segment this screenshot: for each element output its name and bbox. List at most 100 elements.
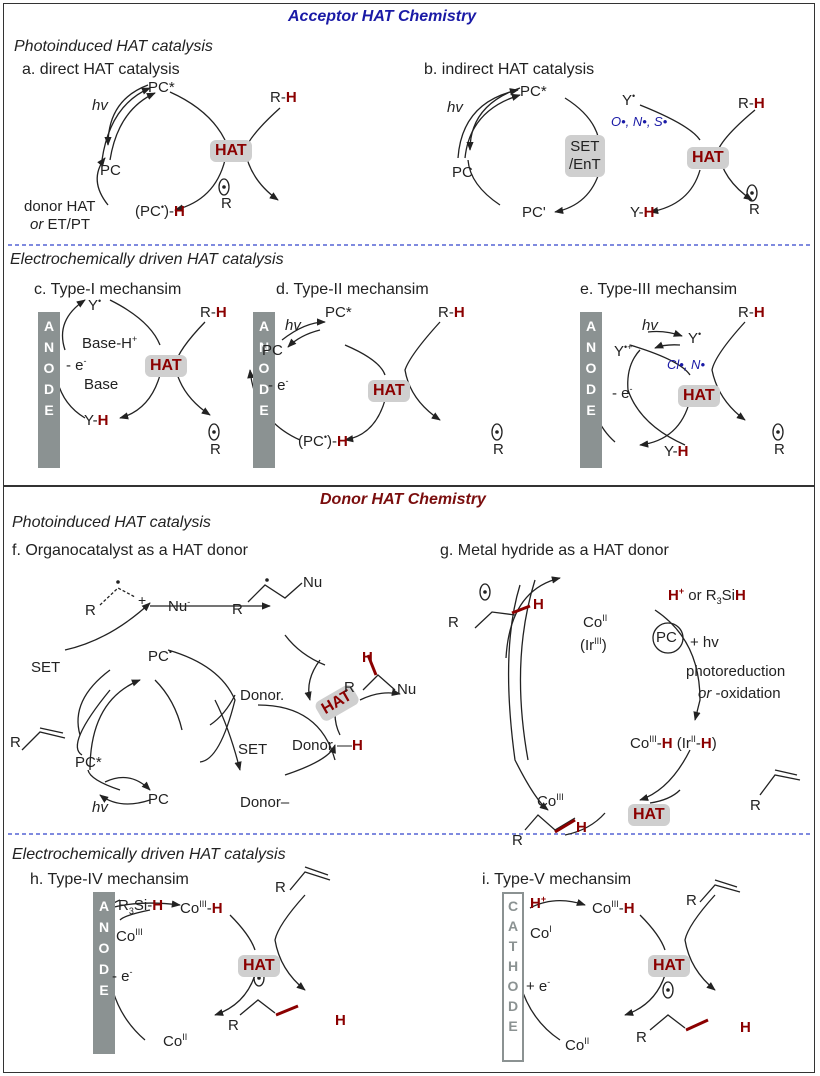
anode-letter: E xyxy=(586,402,596,418)
g-oxid-or: or xyxy=(698,685,712,702)
panel-h-title: h. Type-IV mechansim xyxy=(30,871,189,888)
d-pch-h: H xyxy=(337,433,348,450)
c-yh-y: Y- xyxy=(84,412,98,429)
g-co2-text: Co xyxy=(583,614,603,631)
i-r2: R xyxy=(636,1029,647,1046)
h-h: H xyxy=(335,1012,346,1029)
anode-letter: O xyxy=(98,940,110,956)
anode-letter: N xyxy=(258,339,270,355)
g-r2: R xyxy=(512,832,523,849)
d-pch-a: (PC xyxy=(298,433,324,450)
e-radicals: Cl•, N• xyxy=(667,357,705,372)
g-h1: H xyxy=(533,596,544,613)
c-e: - e- xyxy=(66,356,87,374)
d-pc: PC xyxy=(262,342,283,359)
anode-letter: A xyxy=(43,318,55,334)
b-radicals: O•, N•, S• xyxy=(611,114,668,129)
b-y: Y• xyxy=(622,91,636,109)
acceptor-title: Acceptor HAT Chemistry xyxy=(288,8,477,25)
c-baseh-text: Base-H xyxy=(82,335,133,352)
anode-letter: N xyxy=(98,919,110,935)
h-r3si: R3Si-H xyxy=(118,897,164,916)
f-nu2: Nu xyxy=(303,574,323,591)
g-co3-text: Co xyxy=(537,793,557,810)
g-hplus: H+ or R3SiH xyxy=(668,586,746,606)
c-rh: R-H xyxy=(200,305,227,320)
anode-letter: D xyxy=(585,381,597,397)
c-e-text: - e xyxy=(66,357,84,374)
g-oxid: or -oxidation xyxy=(698,686,781,701)
f-pc: PC xyxy=(148,791,169,808)
anode-letter: A xyxy=(98,898,110,914)
cathode-letter: O xyxy=(507,978,519,994)
panel-d-title: d. Type-II mechansim xyxy=(276,281,429,298)
a-donor1: donor HAT xyxy=(24,198,96,215)
a-pch-a: (PC xyxy=(135,203,161,220)
d-rh: R-H xyxy=(438,305,465,320)
cathode-letter: C xyxy=(507,898,519,914)
a-rh: R-H xyxy=(270,90,297,105)
c-base: Base xyxy=(84,376,119,393)
e-ycation-text: Y xyxy=(614,343,625,360)
electro-title-donor: Electrochemically driven HAT catalysis xyxy=(12,846,286,863)
electro-title-acceptor: Electrochemically driven HAT catalysis xyxy=(10,251,284,268)
d-hat: HAT xyxy=(368,380,410,402)
i-hplus: H+ xyxy=(530,894,547,912)
i-co1: CoI xyxy=(530,924,552,942)
a-pch-b: )- xyxy=(164,203,174,220)
g-h2: H xyxy=(576,819,587,836)
g-hat: HAT xyxy=(628,804,670,826)
i-co3h-h: H xyxy=(623,900,635,917)
e-r: R xyxy=(774,441,785,458)
anode-letter: D xyxy=(43,381,55,397)
e-ycation: Y•+ xyxy=(614,342,633,360)
a-rh-h: H xyxy=(285,89,297,106)
i-h: H xyxy=(740,1019,751,1036)
f-pcrad: PC• xyxy=(148,647,172,665)
b-r: R xyxy=(749,201,760,218)
g-photored: photoreduction xyxy=(686,663,786,680)
donor-title: Donor HAT Chemistry xyxy=(320,491,486,508)
anode-letter: A xyxy=(585,318,597,334)
e-rh-r: R- xyxy=(738,304,754,321)
c-yh: Y-H xyxy=(84,413,108,428)
a-hv: hv xyxy=(92,97,108,114)
g-ir2h-h: H xyxy=(700,735,712,752)
i-co1-text: Co xyxy=(530,925,550,942)
b-yh: Y-H xyxy=(630,205,654,220)
b-y-text: Y xyxy=(622,92,633,109)
e-rh: R-H xyxy=(738,305,765,320)
h-hat: HAT xyxy=(238,955,280,977)
f-set2: SET xyxy=(238,741,268,758)
c-hat: HAT xyxy=(145,355,187,377)
i-e-text: + e xyxy=(526,978,548,995)
h-co3h-text: Co xyxy=(180,900,200,917)
panel-f-title: f. Organocatalyst as a HAT donor xyxy=(12,542,248,559)
d-pch: (PC•)-H xyxy=(298,432,348,450)
f-r3: R xyxy=(10,734,21,751)
panel-a-title: a. direct HAT catalysis xyxy=(22,61,180,78)
h-r2: R xyxy=(228,1017,239,1034)
panel-b-title: b. indirect HAT catalysis xyxy=(424,61,595,78)
c-yh-h: H xyxy=(97,412,109,429)
g-r1: R xyxy=(448,614,459,631)
h-co3h: CoIII-H xyxy=(180,899,223,917)
cathode-letter: T xyxy=(508,938,518,954)
h-co3h-h: H xyxy=(211,900,223,917)
i-co2-text: Co xyxy=(565,1037,585,1054)
h-co3-text: Co xyxy=(116,928,136,945)
b-yh-y: Y- xyxy=(630,204,644,221)
b-hat: HAT xyxy=(687,147,729,169)
anode-letter: N xyxy=(43,339,55,355)
c-y: Y• xyxy=(88,296,102,314)
b-rh-r: R- xyxy=(738,95,754,112)
panel-e-title: e. Type-III mechansim xyxy=(580,281,738,298)
f-r4: R xyxy=(344,679,355,696)
anode-letter: E xyxy=(44,402,54,418)
f-donorminus: Donor– xyxy=(240,794,290,811)
h-co2-text: Co xyxy=(163,1033,183,1050)
d-pch-b: )- xyxy=(327,433,337,450)
